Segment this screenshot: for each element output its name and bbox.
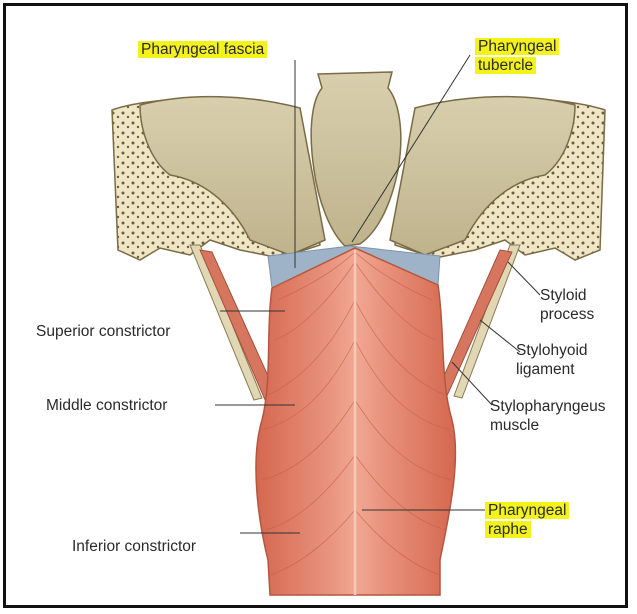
skull-base-left <box>112 97 325 260</box>
label-stylopharyngeus-muscle: Stylopharyngeus muscle <box>490 397 625 435</box>
skull-base-right <box>390 97 605 260</box>
label-superior-constrictor: Superior constrictor <box>36 322 170 341</box>
label-inferior-constrictor: Inferior constrictor <box>72 537 196 556</box>
basiocciput <box>311 72 401 246</box>
stylopharyngeus-left <box>200 250 278 402</box>
styloid-left <box>190 245 262 400</box>
label-stylohyoid-ligament: Stylohyoid ligament <box>516 341 588 379</box>
label-pharyngeal-raphe: Pharyngeal raphe <box>485 501 569 539</box>
label-styloid-process: Styloid process <box>540 286 594 324</box>
label-middle-constrictor: Middle constrictor <box>46 396 167 415</box>
label-pharyngeal-fascia: Pharyngeal fascia <box>138 40 267 59</box>
stylopharyngeus-right <box>436 250 512 398</box>
label-pharyngeal-tubercle: Pharyngeal tubercle <box>475 37 559 75</box>
